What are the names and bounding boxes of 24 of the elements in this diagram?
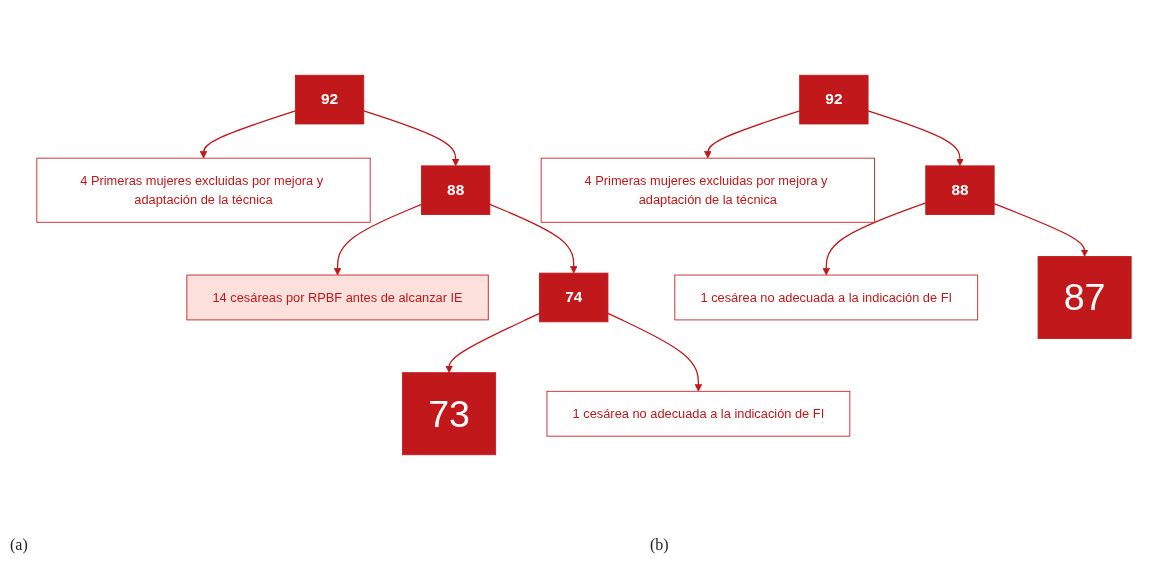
node-box: 88 — [421, 165, 491, 215]
panel-label: (b) — [650, 536, 669, 554]
arrow — [489, 203, 578, 274]
arrow — [363, 110, 460, 167]
arrow — [867, 110, 964, 167]
node-box: 88 — [925, 165, 995, 215]
arrow — [607, 312, 703, 392]
node-box: 73 — [402, 372, 497, 456]
node-box: 87 — [1037, 256, 1132, 339]
node-box: 1 cesárea no adecuada a la indicación de FI — [546, 390, 851, 437]
node-box: 1 cesárea no adecuada a la indicación de FI — [674, 274, 979, 321]
node-box: 4 Primeras mujeres excluidas por mejora y adaptación de la técnica — [36, 157, 371, 223]
arrow — [445, 312, 541, 374]
arrow — [199, 110, 296, 159]
arrow — [993, 203, 1089, 257]
node-box: 92 — [294, 74, 365, 125]
node-box: 92 — [799, 74, 869, 125]
node-box: 14 cesáreas por RPBF antes de alcanzar IE — [186, 274, 489, 321]
arrow — [704, 110, 801, 159]
arrow — [822, 202, 927, 276]
arrow — [333, 203, 423, 276]
node-box: 74 — [539, 272, 609, 323]
panel-label: (a) — [10, 536, 28, 554]
node-box: 4 Primeras mujeres excluidas por mejora y adaptación de la técnica — [540, 157, 875, 223]
